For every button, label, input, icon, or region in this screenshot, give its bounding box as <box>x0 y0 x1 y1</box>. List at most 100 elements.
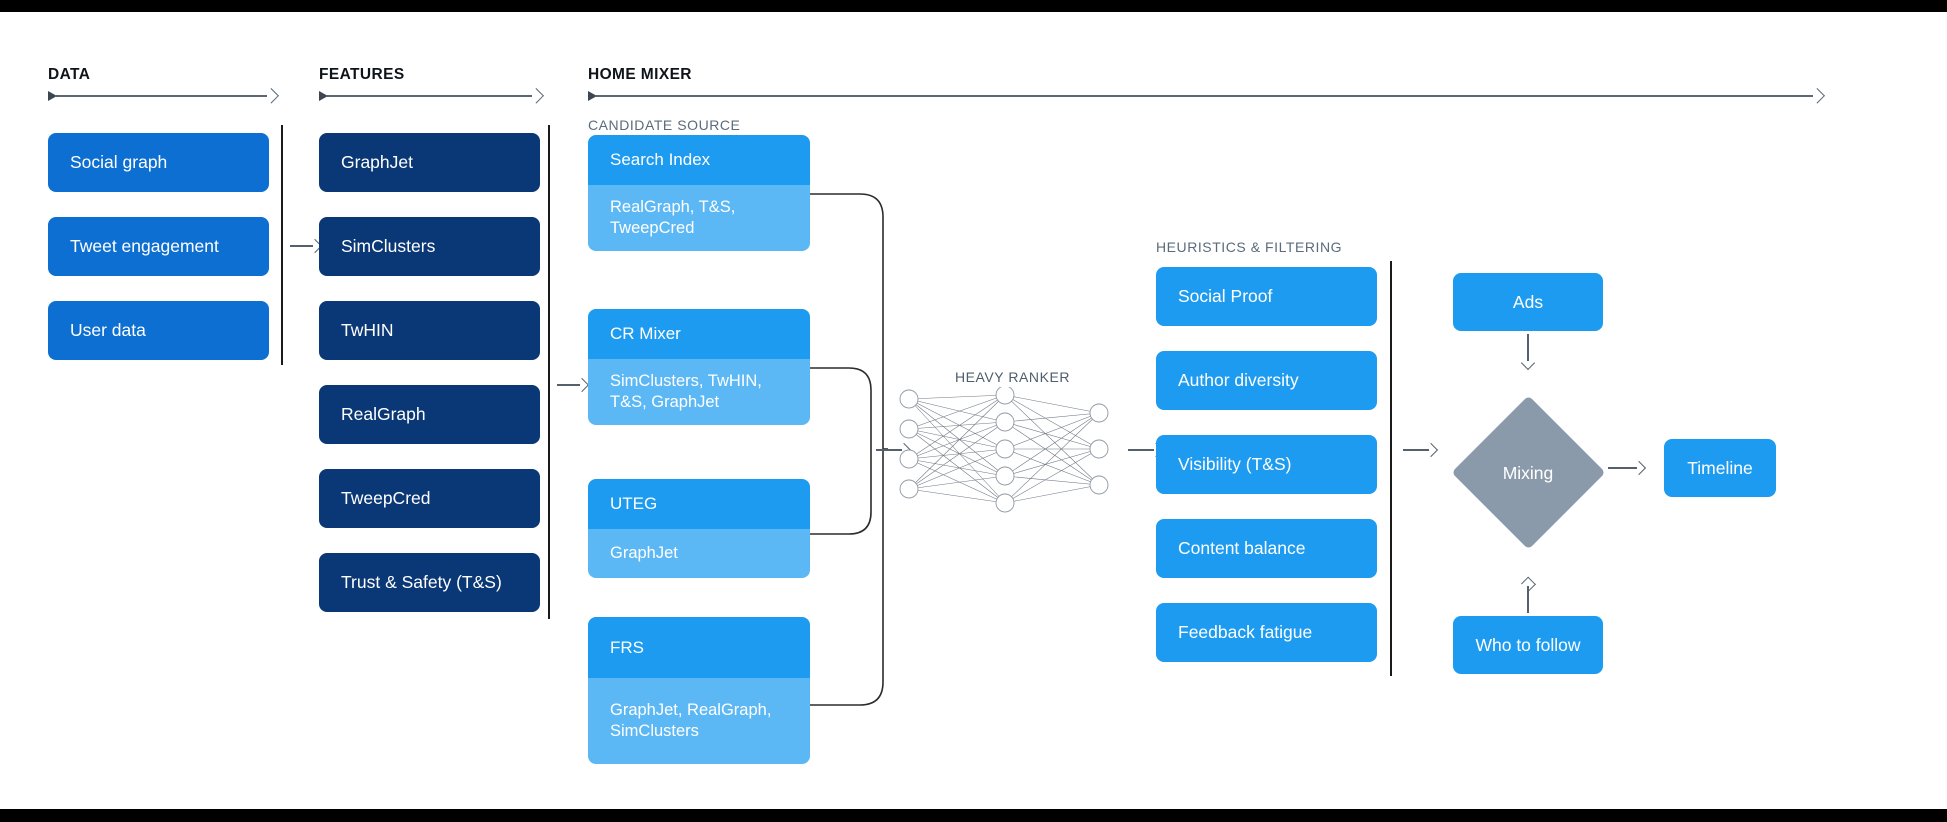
nn-node-input-1 <box>899 389 919 409</box>
nn-node-input-2 <box>899 419 919 439</box>
axis-arrowhead <box>1809 87 1825 104</box>
arrow-features-to-candidate-source <box>557 377 590 393</box>
feature-box-label: SimClusters <box>341 236 436 256</box>
arrow-line <box>876 449 902 451</box>
candidate-source-title: Search Index <box>588 135 810 185</box>
candidate-source-card-search-index[interactable]: Search Index RealGraph, T&S, TweepCred <box>588 135 810 251</box>
candidate-source-card-frs[interactable]: FRS GraphJet, RealGraph, SimClusters <box>588 617 810 764</box>
section-label-heuristics: HEURISTICS & FILTERING <box>1156 239 1343 255</box>
nn-node-input-4 <box>899 479 919 499</box>
axis-start-marker <box>319 91 328 101</box>
nn-node-hidden-5 <box>995 493 1015 513</box>
feature-box-twhin[interactable]: TwHIN <box>319 301 540 360</box>
arrow-line <box>557 384 580 386</box>
arrow-ads-to-mixing <box>1520 334 1536 371</box>
diagram-stage: DATA FEATURES HOME MIXER CANDIDATE SOURC… <box>0 12 1947 809</box>
feature-box-simclusters[interactable]: SimClusters <box>319 217 540 276</box>
heavy-ranker-neural-network <box>899 387 1109 513</box>
arrow-head <box>574 377 590 393</box>
candidate-source-card-uteg[interactable]: UTEG GraphJet <box>588 479 810 578</box>
feature-box-label: GraphJet <box>341 152 413 172</box>
heuristic-box-label: Feedback fatigue <box>1178 622 1313 642</box>
heuristic-box-label: Author diversity <box>1178 370 1299 390</box>
output-box-who-to-follow[interactable]: Who to follow <box>1453 616 1603 674</box>
stage-axis-features <box>319 87 544 104</box>
feature-box-realgraph[interactable]: RealGraph <box>319 385 540 444</box>
output-box-label: Who to follow <box>1475 634 1581 655</box>
heuristic-box-feedback-fatigue[interactable]: Feedback fatigue <box>1156 603 1377 662</box>
arrow-line <box>1527 334 1529 361</box>
axis-line <box>56 95 267 97</box>
nn-node-hidden-2 <box>995 412 1015 432</box>
stage-label-data: DATA <box>48 66 91 83</box>
candidate-source-features: GraphJet <box>588 529 810 578</box>
feature-box-label: Trust & Safety (T&S) <box>341 572 502 592</box>
feature-box-label: TwHIN <box>341 320 394 340</box>
nn-node-input-3 <box>899 449 919 469</box>
nn-nodes <box>899 387 1109 513</box>
arrow-who-to-follow-to-mixing <box>1521 576 1536 613</box>
axis-line <box>327 95 532 97</box>
data-box-tweet-engagement[interactable]: Tweet engagement <box>48 217 269 276</box>
heuristic-box-label: Social Proof <box>1178 286 1273 306</box>
candidate-source-features: RealGraph, T&S, TweepCred <box>588 185 810 251</box>
data-box-label: Tweet engagement <box>70 236 219 256</box>
output-box-label: Timeline <box>1687 457 1753 478</box>
arrow-head <box>1631 460 1647 476</box>
arrow-line <box>1527 586 1529 613</box>
nn-node-hidden-1 <box>995 387 1015 405</box>
heuristic-box-social-proof[interactable]: Social Proof <box>1156 267 1377 326</box>
axis-start-marker <box>588 91 597 101</box>
data-box-social-graph[interactable]: Social graph <box>48 133 269 192</box>
arrow-candidate-source-to-heavy-ranker <box>876 442 912 458</box>
separator-heuristics-mixing <box>1390 261 1392 676</box>
nn-edges <box>908 394 1100 504</box>
feature-box-label: RealGraph <box>341 404 426 424</box>
axis-start-marker <box>48 91 57 101</box>
arrow-line <box>290 245 313 247</box>
arrow-line <box>1608 467 1637 469</box>
arrow-head <box>1423 442 1439 458</box>
arrow-head <box>1520 355 1536 371</box>
nn-node-hidden-3 <box>995 439 1015 459</box>
stage-axis-home-mixer <box>588 87 1825 104</box>
candidate-source-title: FRS <box>588 617 810 678</box>
candidate-source-features: SimClusters, TwHIN, T&S, GraphJet <box>588 359 810 425</box>
arrow-line <box>1128 449 1154 451</box>
output-box-ads[interactable]: Ads <box>1453 273 1603 331</box>
candidate-source-card-cr-mixer[interactable]: CR Mixer SimClusters, TwHIN, T&S, GraphJ… <box>588 309 810 425</box>
data-box-label: Social graph <box>70 152 168 172</box>
heuristic-box-author-diversity[interactable]: Author diversity <box>1156 351 1377 410</box>
heuristic-box-visibility[interactable]: Visibility (T&S) <box>1156 435 1377 494</box>
mixing-label: Mixing <box>1502 462 1554 483</box>
candidate-source-features: GraphJet, RealGraph, SimClusters <box>588 678 810 764</box>
output-box-label: Ads <box>1512 291 1544 312</box>
section-label-candidate-source: CANDIDATE SOURCE <box>588 117 741 133</box>
stage-axis-data <box>48 87 279 104</box>
feature-box-trust-and-safety[interactable]: Trust & Safety (T&S) <box>319 553 540 612</box>
data-box-label: User data <box>70 320 146 340</box>
separator-data-features <box>281 125 283 365</box>
output-box-timeline[interactable]: Timeline <box>1664 439 1776 497</box>
feature-box-tweepcred[interactable]: TweepCred <box>319 469 540 528</box>
stage-label-features: FEATURES <box>319 66 405 83</box>
heuristic-box-content-balance[interactable]: Content balance <box>1156 519 1377 578</box>
separator-features-home-mixer <box>548 125 550 619</box>
candidate-source-title: CR Mixer <box>588 309 810 359</box>
axis-arrowhead <box>528 87 544 104</box>
axis-line <box>596 95 1813 97</box>
section-label-heavy-ranker: HEAVY RANKER <box>955 369 1071 385</box>
arrow-line <box>1403 449 1429 451</box>
heuristic-box-label: Visibility (T&S) <box>1178 454 1292 474</box>
arrow-mixing-to-timeline <box>1608 460 1647 476</box>
data-box-user-data[interactable]: User data <box>48 301 269 360</box>
axis-arrowhead <box>263 87 279 104</box>
uteg-feature-text: GraphJet <box>610 543 678 562</box>
connector-outer <box>810 193 884 706</box>
feature-box-graphjet[interactable]: GraphJet <box>319 133 540 192</box>
arrow-heuristics-to-mixing <box>1403 442 1439 458</box>
connector-inner <box>810 367 872 535</box>
feature-box-label: TweepCred <box>341 488 431 508</box>
arrow-head <box>1521 576 1536 592</box>
